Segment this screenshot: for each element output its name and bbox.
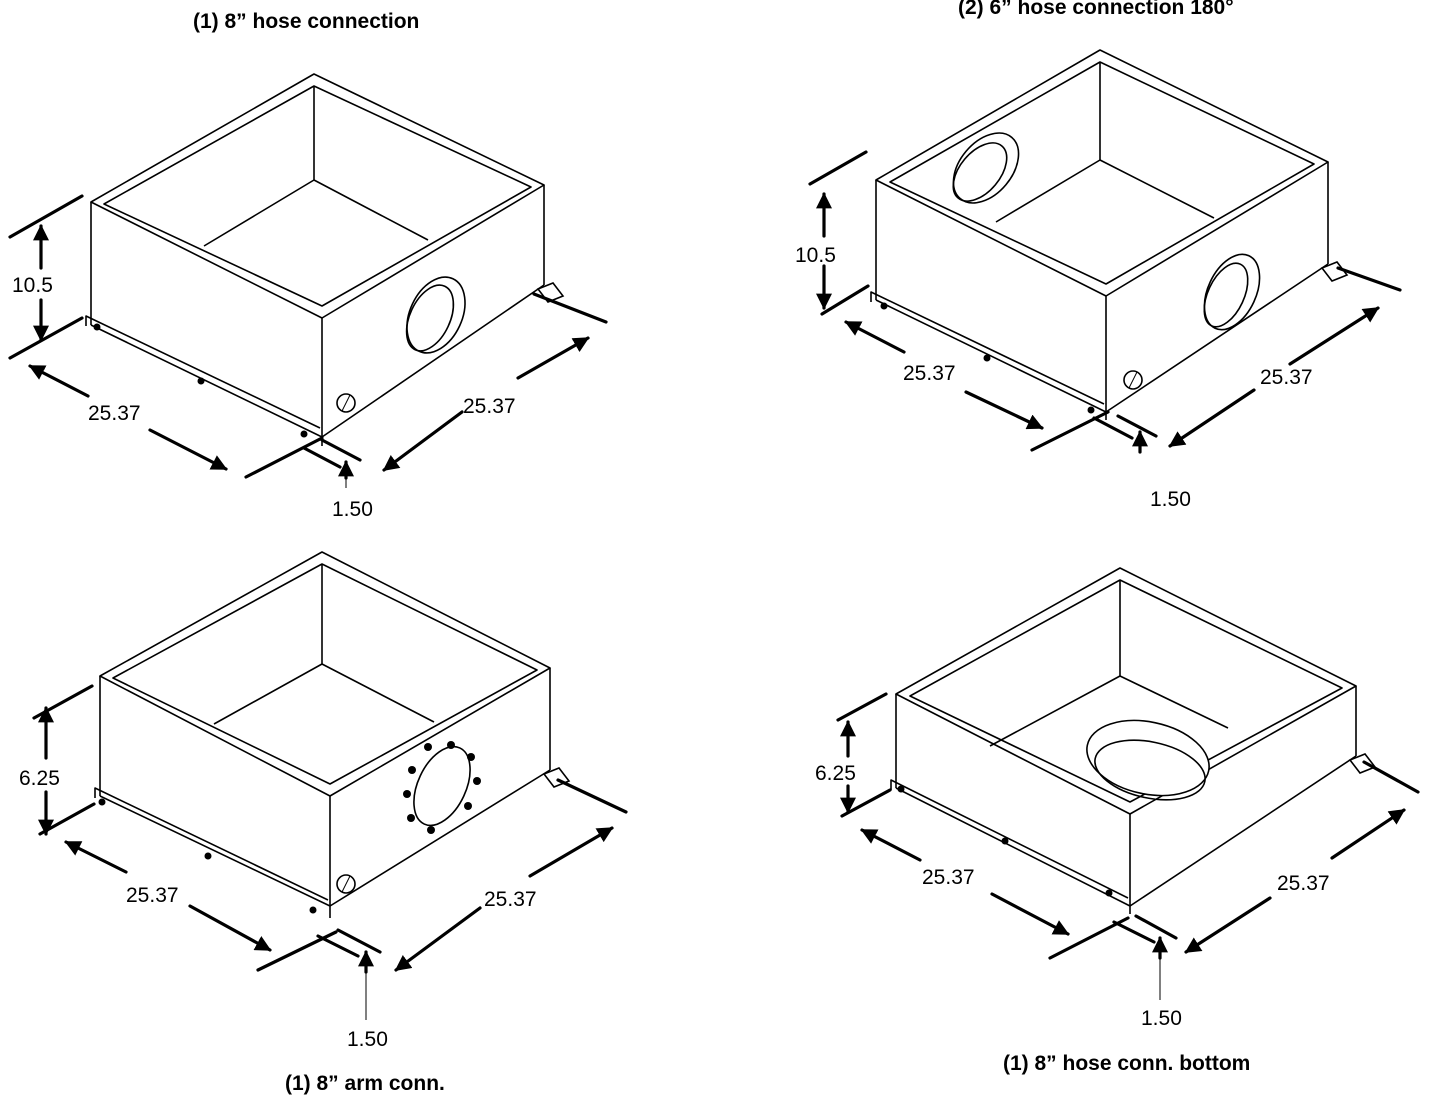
caption-top-right: (2) 6” hose connection 180° (958, 0, 1234, 19)
dimensions-bottom-left: 6.25 25.37 25.37 1.50 (19, 684, 628, 1051)
dimensions-bottom-right: 6.25 25.37 25.37 1.50 (815, 692, 1420, 1030)
length-right-label-top-right: 25.37 (1260, 366, 1313, 389)
flange-label-bottom-left: 1.50 (347, 1028, 388, 1051)
length-left-label-top-right: 25.37 (903, 362, 956, 385)
view-top-right: (2) 6” hose connection 180° (795, 0, 1402, 511)
length-left-label-bottom-left: 25.37 (126, 884, 179, 907)
caption-top-left: (1) 8” hose connection (193, 10, 419, 33)
length-right-label-bottom-left: 25.37 (484, 888, 537, 911)
box-bottom-left (94, 551, 571, 918)
view-bottom-right: 6.25 25.37 25.37 1.50 (1) 8” hose conn. … (815, 567, 1420, 1075)
height-label-bottom-right: 6.25 (815, 762, 856, 785)
length-right-label-top-left: 25.37 (463, 395, 516, 418)
dimensions-top-right: 10.5 25.37 25.37 1.50 (795, 150, 1402, 511)
view-top-left: (1) 8” hose connection (8, 10, 608, 521)
flange-label-bottom-right: 1.50 (1141, 1007, 1182, 1030)
caption-bottom-left: (1) 8” arm conn. (285, 1072, 445, 1095)
height-label-top-right: 10.5 (795, 244, 836, 267)
view-bottom-left: 6.25 25.37 25.37 1.50 (1) 8” arm conn. (19, 551, 628, 1095)
box-bottom-right (890, 567, 1377, 914)
dimensions-top-left: 10.5 25.37 25.37 1.50 (8, 194, 608, 521)
box-top-left (85, 73, 565, 446)
height-label-bottom-left: 6.25 (19, 767, 60, 790)
length-left-label-top-left: 25.37 (88, 402, 141, 425)
height-label-top-left: 10.5 (12, 274, 53, 297)
length-right-label-bottom-right: 25.37 (1277, 872, 1330, 895)
caption-bottom-right: (1) 8” hose conn. bottom (1003, 1052, 1250, 1075)
length-left-label-bottom-right: 25.37 (922, 866, 975, 889)
flange-label-top-left: 1.50 (332, 498, 373, 521)
flange-label-top-right: 1.50 (1150, 488, 1191, 511)
